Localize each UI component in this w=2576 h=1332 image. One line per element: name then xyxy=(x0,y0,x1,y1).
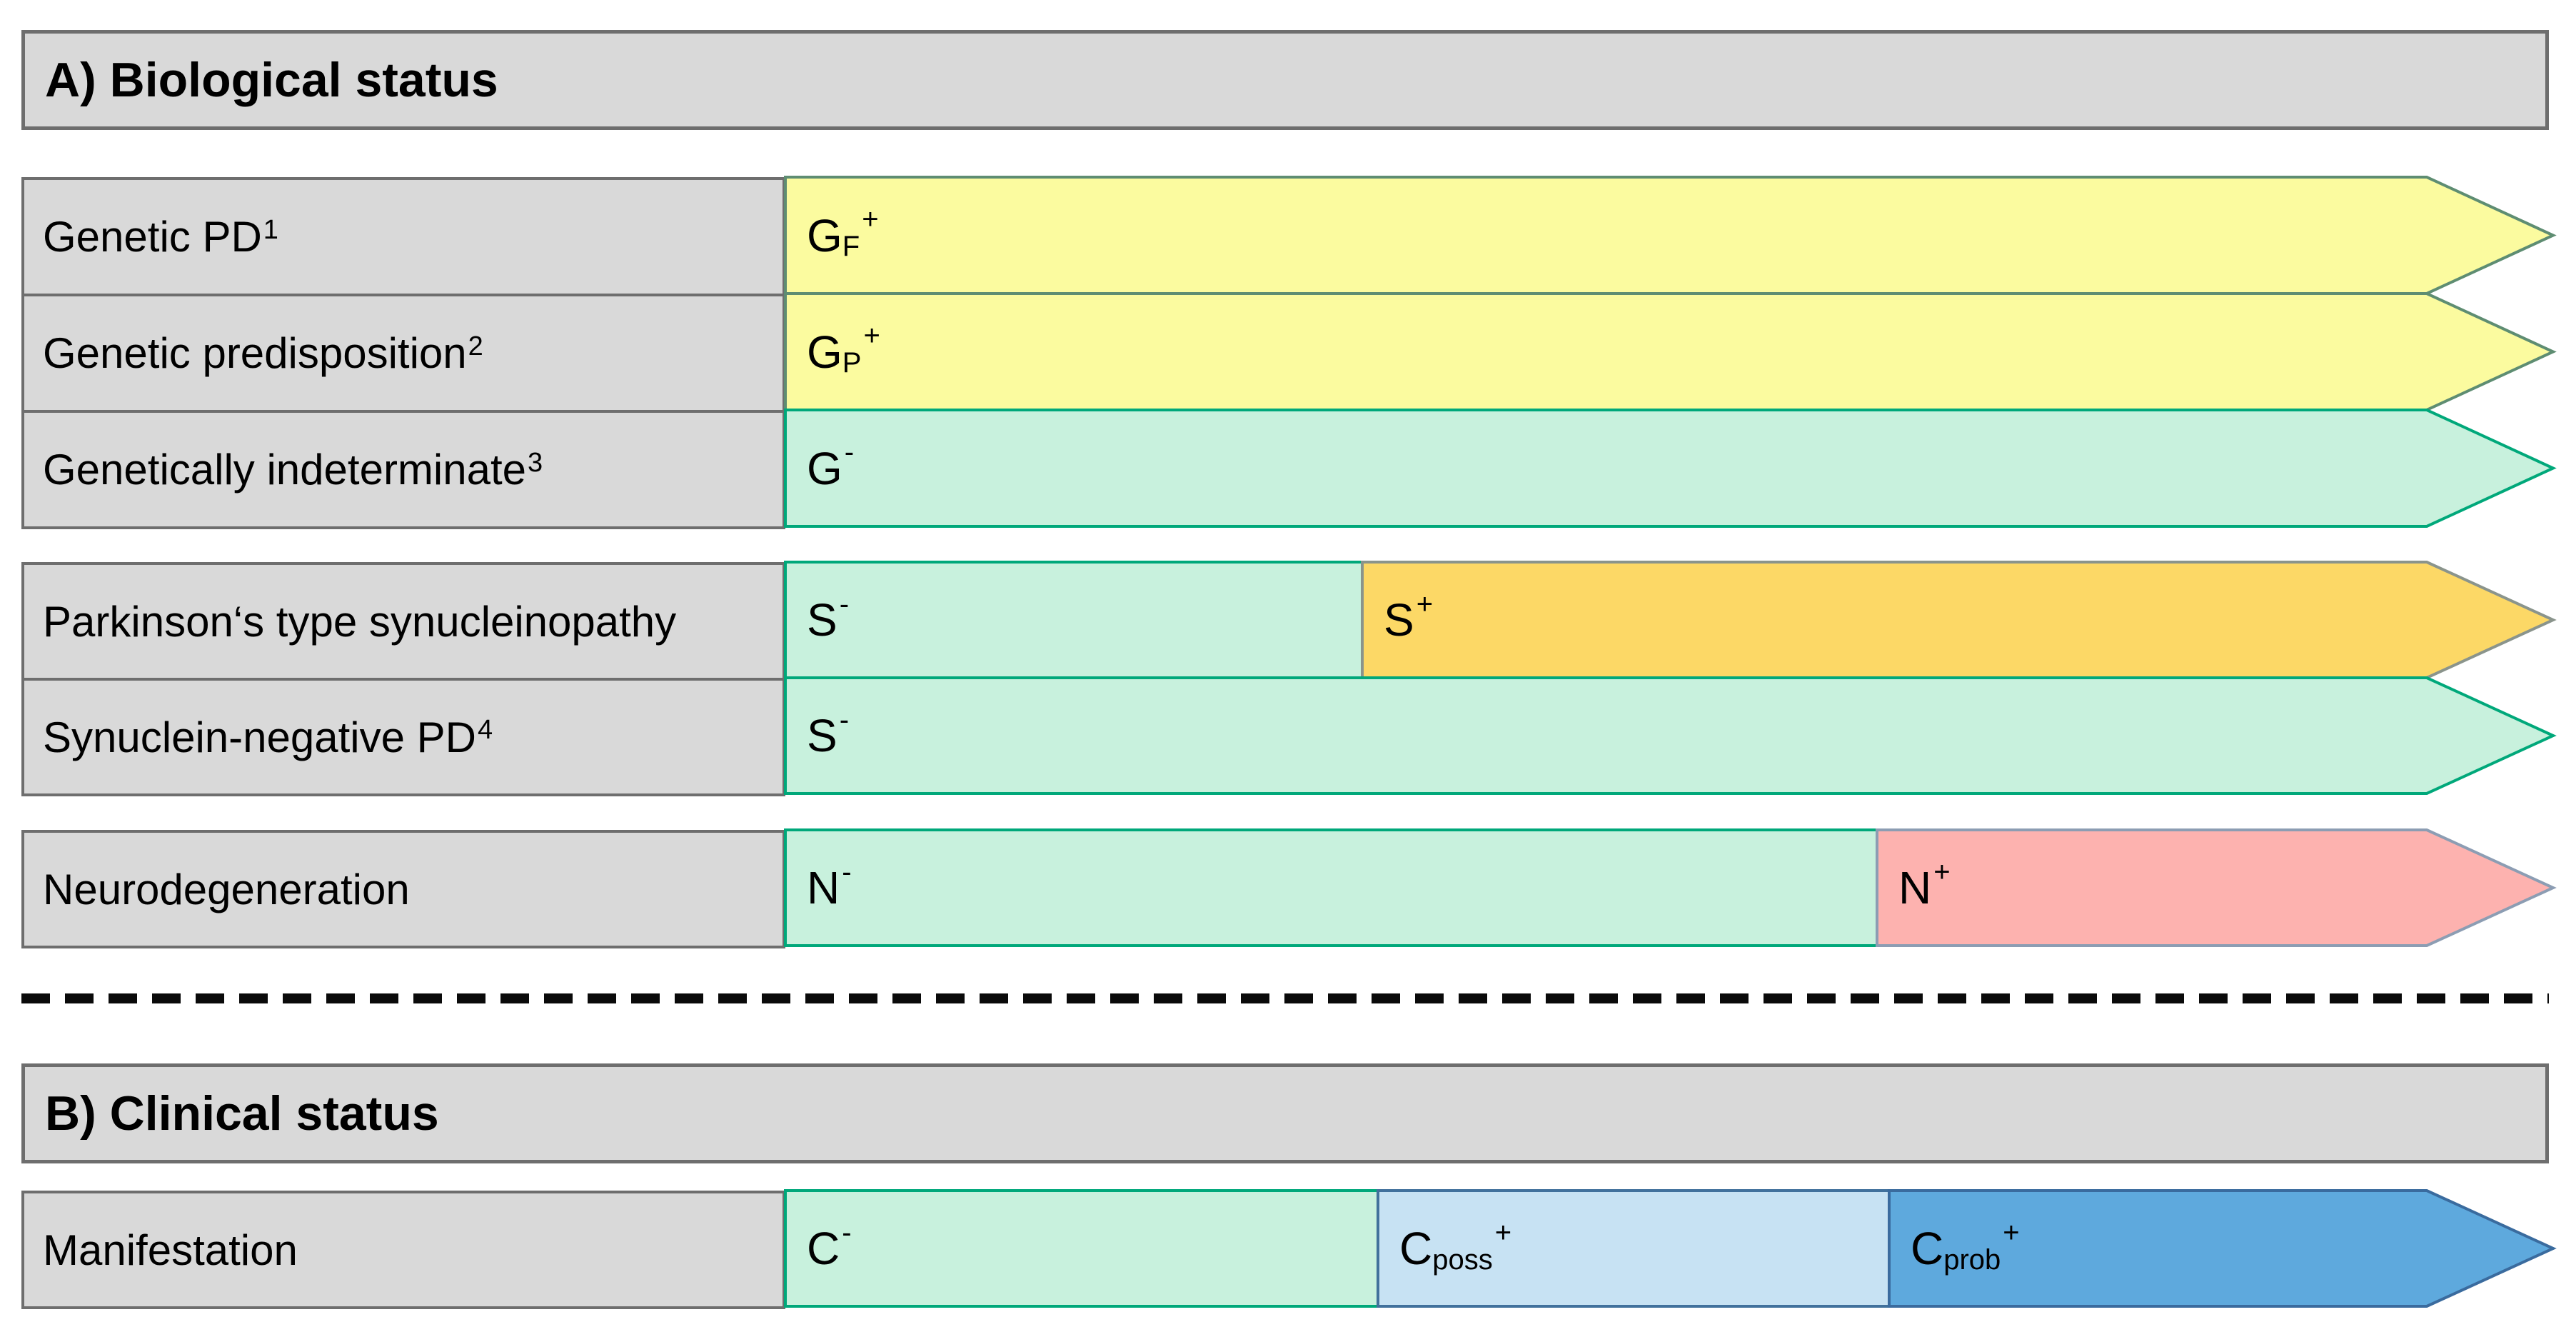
segment-symbol: N xyxy=(1898,862,1932,913)
segment-superscript-sign: + xyxy=(1416,588,1434,620)
segment-shape-c-neg xyxy=(784,1189,1379,1308)
segment-superscript-sign: + xyxy=(2003,1216,2020,1248)
section-header-clinical: B) Clinical status xyxy=(21,1063,2549,1163)
row-label-text: Neurodegeneration xyxy=(43,865,410,913)
segment-superscript-sign: + xyxy=(1494,1216,1512,1248)
row-label-text: Parkinson‘s type synucleinopathy xyxy=(43,597,677,646)
segment-shape-s-neg-2 xyxy=(784,676,2557,795)
segment-subscript: prob xyxy=(1943,1243,2001,1276)
segment-label-n-pos: N+ xyxy=(1898,830,1951,946)
segment-superscript-sign: - xyxy=(842,1216,852,1248)
segment-symbol: C xyxy=(807,1223,840,1274)
row-label-text: Genetic PD xyxy=(43,213,262,261)
row-arrow-genetic-predisposition xyxy=(784,292,2557,411)
segment-superscript-sign: - xyxy=(842,856,852,888)
row-arrow-genetically-indeterminate xyxy=(784,409,2557,528)
segment-label-g-neg: G- xyxy=(807,410,854,526)
segment-label-s-pos: S+ xyxy=(1384,562,1433,678)
segment-shape-c-prob-pos xyxy=(1888,1189,2557,1308)
row-label-text: Synuclein-negative PD xyxy=(43,713,477,761)
segment-superscript-sign: + xyxy=(1933,856,1951,888)
row-arrow-genetic-pd xyxy=(784,176,2557,295)
row-label-text: Manifestation xyxy=(43,1226,298,1274)
segment-symbol: C xyxy=(1911,1223,1944,1274)
segment-symbol: G xyxy=(807,209,842,261)
segment-shape-n-pos xyxy=(1876,828,2557,947)
segment-superscript-sign: + xyxy=(862,204,879,235)
row-arrow-parkinsons-synucleinopathy xyxy=(784,561,2557,679)
segment-subscript: P xyxy=(842,347,862,379)
row-arrow-neurodegeneration xyxy=(784,828,2557,947)
row-arrow-manifestation xyxy=(784,1189,2557,1308)
segment-shape-g-neg xyxy=(784,409,2557,528)
segment-shape-gf-pos xyxy=(784,176,2557,295)
segment-label-s-neg-2: S- xyxy=(807,678,849,793)
segment-superscript-sign: - xyxy=(839,588,850,620)
segment-superscript-sign: - xyxy=(839,703,850,736)
section-header-clinical-label: B) Clinical status xyxy=(45,1086,439,1141)
segment-label-s-neg: S- xyxy=(807,562,849,678)
segment-symbol: S xyxy=(807,710,837,761)
segment-shape-s-neg xyxy=(784,561,1364,679)
segment-superscript-sign: - xyxy=(844,436,855,468)
section-header-biological: A) Biological status xyxy=(21,30,2549,130)
segment-superscript-sign: + xyxy=(863,320,880,351)
segment-label-c-neg: C- xyxy=(807,1191,852,1306)
segment-shape-gp-pos xyxy=(784,292,2557,411)
row-label-manifestation: Manifestation xyxy=(21,1191,785,1309)
row-label-text: Genetic predisposition xyxy=(43,329,467,377)
segment-symbol: G xyxy=(807,326,842,378)
row-label-neurodegeneration: Neurodegeneration xyxy=(21,830,785,948)
segment-symbol: C xyxy=(1399,1223,1433,1274)
row-label-parkinsons-synucleinopathy: Parkinson‘s type synucleinopathy xyxy=(21,562,785,681)
segment-symbol: S xyxy=(1384,594,1414,646)
segment-label-n-neg: N- xyxy=(807,830,852,946)
segment-symbol: N xyxy=(807,862,840,913)
segment-subscript: poss xyxy=(1432,1243,1493,1276)
row-label-text: Genetically indeterminate xyxy=(43,446,527,494)
segment-subscript: F xyxy=(842,231,860,262)
row-arrow-synuclein-negative-pd xyxy=(784,676,2557,795)
segment-symbol: S xyxy=(807,594,837,646)
segment-symbol: G xyxy=(807,442,842,494)
section-header-biological-label: A) Biological status xyxy=(45,53,498,107)
segment-shape-n-neg xyxy=(784,828,1878,947)
segment-shape-s-pos xyxy=(1361,561,2557,679)
